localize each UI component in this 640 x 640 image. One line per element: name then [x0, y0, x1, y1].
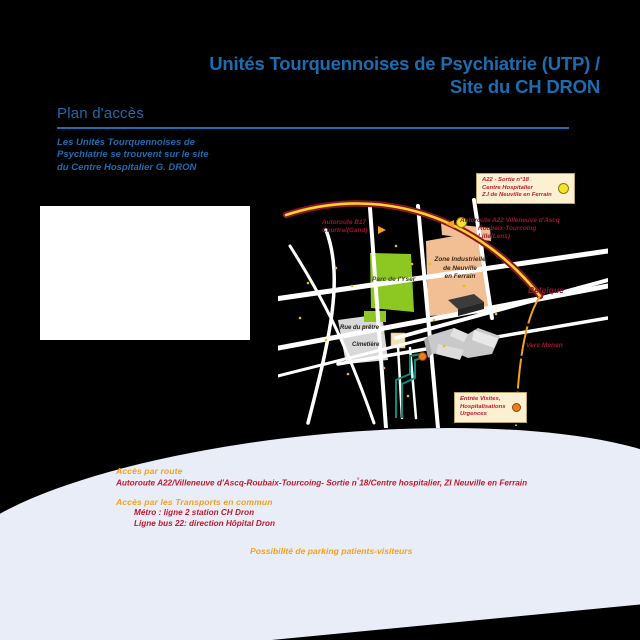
callout-entrance-dot-icon	[511, 402, 521, 412]
callout-exit-line2: Centre Hospitalier	[482, 184, 533, 191]
plan-section: Plan d'accès Les Unités Tourquennoises d…	[57, 105, 569, 174]
access-road-detail-a: Autoroute A22/Villeneuve d'Ascq-Roubaix-…	[116, 478, 357, 488]
access-map[interactable]: Parc de l'Yser Zone Industrielle de Neuv…	[278, 168, 608, 428]
callout-entrance-line1: Entrée Visites,	[460, 396, 501, 402]
access-road-detail: Autoroute A22/Villeneuve d'Ascq-Roubaix-…	[116, 476, 616, 489]
image-placeholder	[40, 206, 250, 340]
cemetery-green-patch	[364, 311, 386, 322]
callout-exit[interactable]: A22 - Sortie n°18 Centre Hospitalier Z.I…	[476, 173, 575, 204]
plan-subtitle: Les Unités Tourquennoises de Psychiatrie…	[57, 137, 257, 175]
access-road-detail-sup: °	[356, 478, 360, 484]
callout-exit-dot-icon	[557, 182, 569, 194]
page-title-line1: Unités Tourquennoises de Psychiatrie (UT…	[209, 53, 600, 74]
exit-marker-dot	[456, 217, 467, 228]
page-header: Unités Tourquennoises de Psychiatrie (UT…	[0, 52, 600, 98]
arrow-left-highway	[378, 226, 386, 234]
access-info-section: Accès par route Autoroute A22/Villeneuve…	[116, 466, 616, 529]
map-dot-markers	[298, 244, 498, 398]
parking-note: Possibilité de parking patients-visiteur…	[250, 546, 413, 556]
hospital-buildings	[424, 294, 500, 360]
entrance-marker-dot	[418, 352, 427, 361]
highway-a22	[282, 200, 544, 300]
info-divider	[144, 492, 238, 494]
callout-exit-line3: Z.I de Neuville en Ferrain	[482, 192, 552, 199]
callout-exit-line1: A22 - Sortie n°18	[482, 177, 529, 183]
plan-divider	[57, 127, 569, 129]
access-transport-heading: Accès par les Transports en commun	[116, 496, 273, 507]
callout-entrance-line2: Hospitalisations	[460, 403, 506, 410]
plan-subtitle-line3: du Centre Hospitalier G. DRON	[57, 161, 197, 173]
page-title-line2: Site du CH DRON	[449, 76, 600, 97]
map-graphic	[278, 168, 608, 428]
access-road-detail-b: 18/Centre hospitalier, ZI Neuville en Fe…	[359, 478, 528, 488]
plan-subtitle-line2: Psychiatrie se trouvent sur le site	[57, 149, 209, 160]
hospital-access-path	[395, 353, 423, 418]
plan-heading: Plan d'accès	[57, 105, 144, 122]
access-bus: Ligne bus 22: direction Hôpital Dron	[134, 518, 276, 528]
plan-subtitle-line1: Les Unités Tourquennoises de	[57, 136, 195, 148]
arrow-right-highway	[446, 220, 454, 228]
access-road-heading: Accès par route	[116, 466, 183, 476]
callout-entrance[interactable]: Entrée Visites, Hospitalisations Urgence…	[454, 392, 527, 423]
callout-entrance-line3: Urgences	[460, 411, 487, 418]
access-metro: Métro : ligne 2 station CH Dron	[134, 507, 255, 517]
